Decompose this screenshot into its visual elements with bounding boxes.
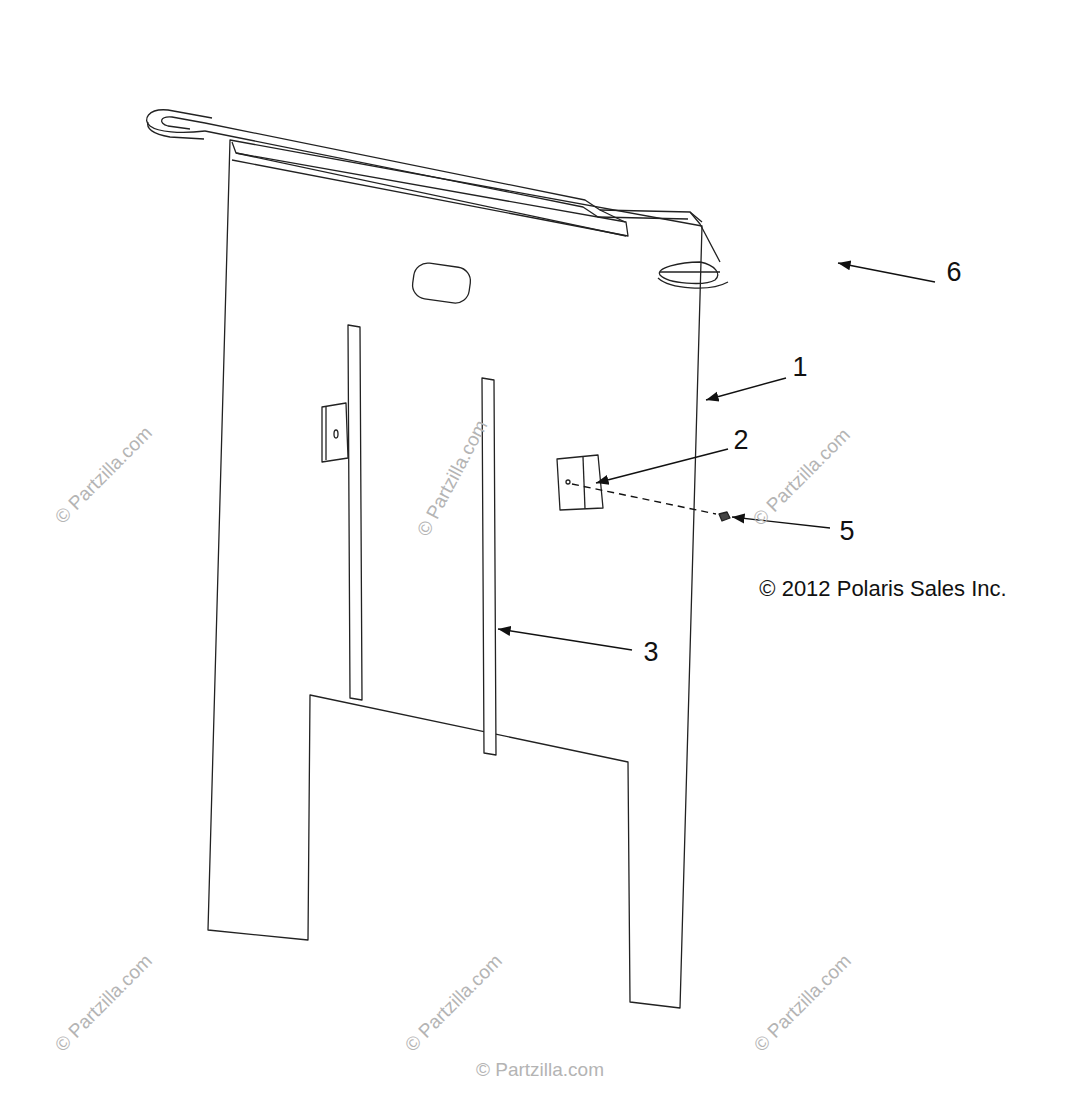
callout-number: 6 [946, 258, 961, 288]
callout-number: 1 [792, 353, 807, 383]
callout-number: 3 [643, 638, 658, 668]
watermark: © Partzilla.com [401, 950, 506, 1055]
watermark: © Partzilla.com [749, 424, 854, 529]
watermark: © Partzilla.com [750, 950, 855, 1055]
copyright-note: © 2012 Polaris Sales Inc. [759, 577, 1006, 601]
watermark: © Partzilla.com [51, 422, 156, 527]
watermark: © Partzilla.com [51, 950, 156, 1055]
callout-number: 5 [839, 517, 854, 547]
watermark: © Partzilla.com [476, 1060, 604, 1081]
callout-number: 2 [733, 426, 748, 456]
